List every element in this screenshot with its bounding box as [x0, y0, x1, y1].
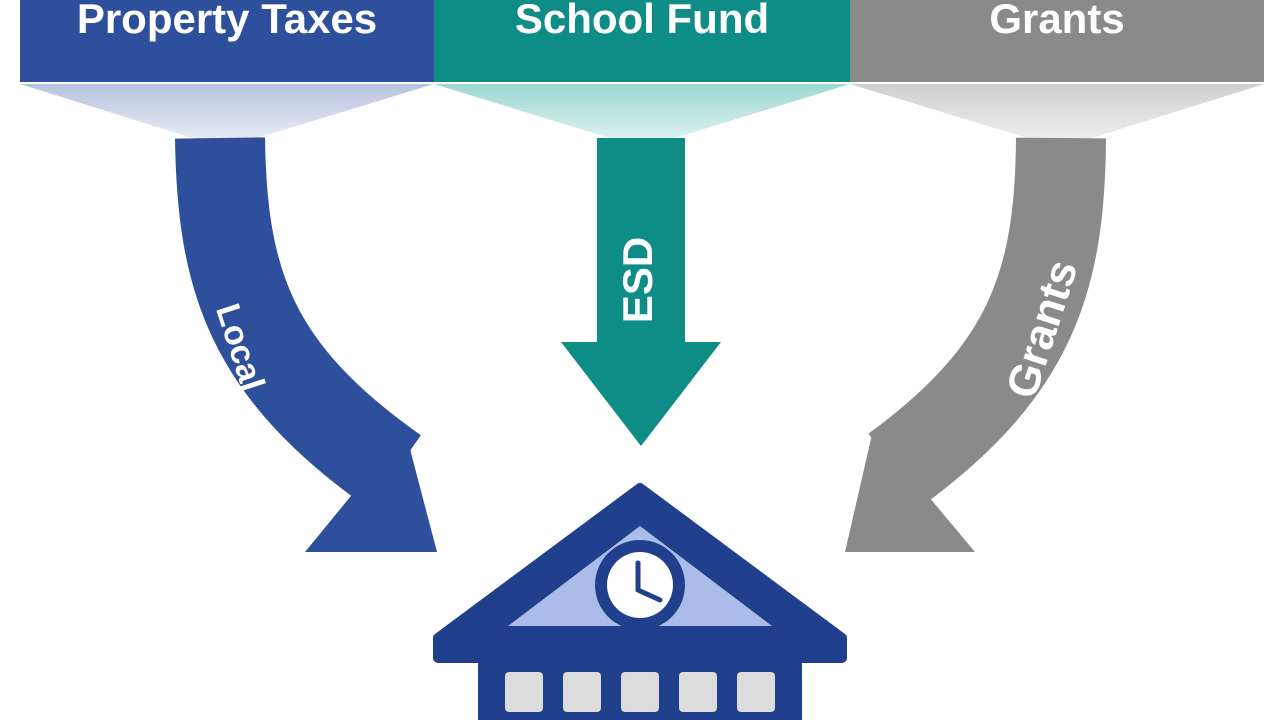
grants-funnel [850, 84, 1264, 148]
esd-arrow: ESD [561, 138, 721, 446]
grants-arrow: Grants [845, 137, 1106, 552]
esd-arrow-label: ESD [614, 237, 661, 323]
grants-source-label: Grants [989, 0, 1125, 42]
school-windows [505, 672, 775, 712]
property-taxes-box: Property Taxes [20, 0, 434, 82]
school-window [679, 672, 717, 712]
school-funnel [434, 84, 850, 148]
local-arrow: Local [175, 137, 437, 552]
property-funnel [20, 84, 434, 148]
school-window [563, 672, 601, 712]
clock-icon [595, 540, 685, 630]
school-fund-box: School Fund [434, 0, 850, 82]
grants-box: Grants [850, 0, 1264, 82]
school-window [737, 672, 775, 712]
school-fund-label: School Fund [514, 0, 770, 42]
school-window [505, 672, 543, 712]
property-taxes-label: Property Taxes [76, 0, 378, 42]
school-window [621, 672, 659, 712]
school-building-icon [433, 483, 847, 720]
